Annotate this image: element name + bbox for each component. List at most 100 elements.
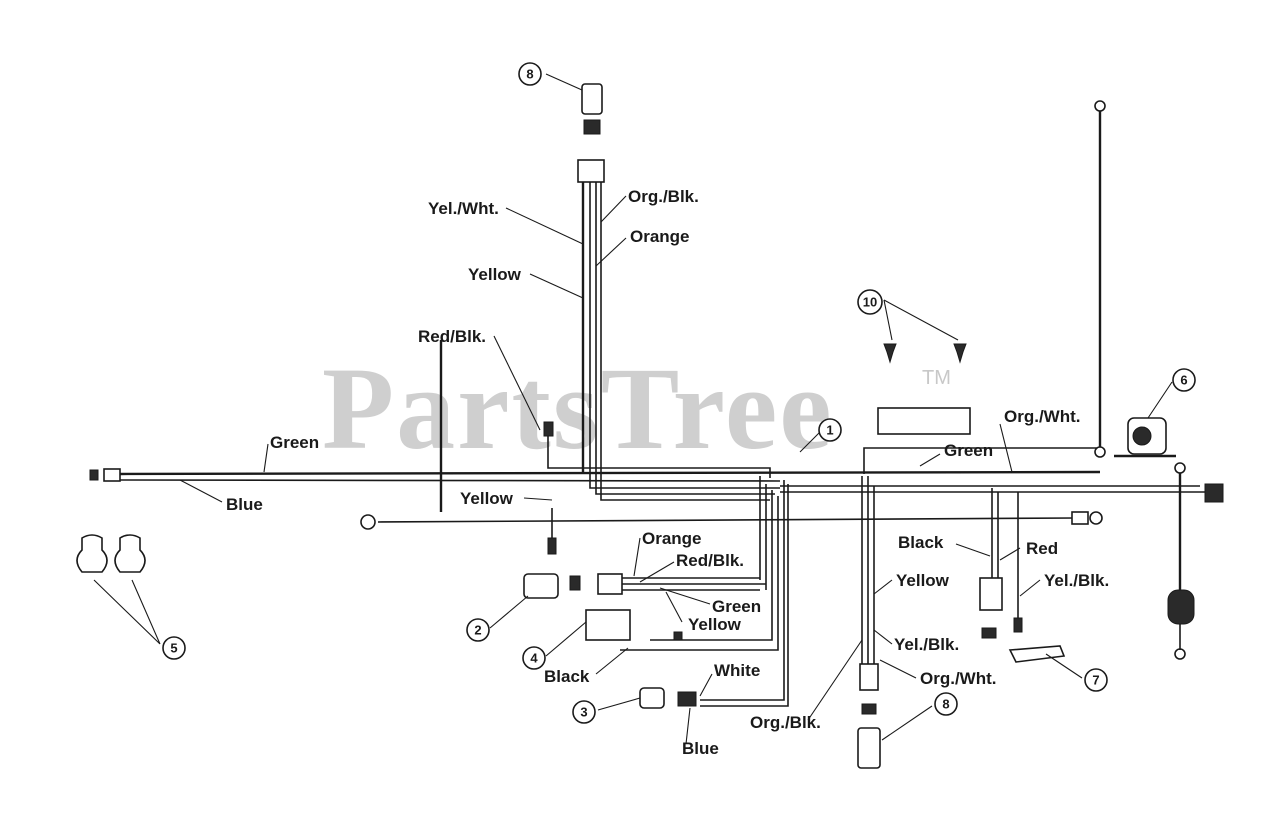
red-blk-terminal	[543, 421, 554, 437]
drop-wire-3	[650, 490, 773, 641]
top-bundle-wire-3	[595, 160, 775, 495]
left-connector	[103, 468, 121, 482]
top-bundle-wire-2	[589, 160, 780, 489]
callout-8-bottom: 8	[942, 697, 949, 712]
label-blue-bottom: Blue	[682, 739, 719, 758]
label-org-wht-right: Org./Wht.	[1004, 407, 1080, 426]
leader-red-blk-mid	[639, 561, 675, 583]
label-org-wht-bottom: Org./Wht.	[920, 669, 996, 688]
leader-callout-1	[799, 431, 821, 453]
trunk-upper	[119, 470, 1101, 476]
callout-1-circle	[818, 418, 842, 442]
leader-lines	[93, 73, 1173, 745]
part-8-top-connector	[583, 119, 601, 135]
right-end-plug	[1167, 589, 1195, 625]
parts	[76, 83, 1195, 769]
label-red-blk-left: Red/Blk.	[418, 327, 486, 346]
label-org-blk-bottom: Org./Blk.	[750, 713, 821, 732]
label-yellow-mid2: Yellow	[688, 615, 742, 634]
label-blue-left: Blue	[226, 495, 263, 514]
leader-white	[699, 673, 713, 697]
leader-green-left	[263, 443, 269, 473]
part-3-connector	[677, 691, 697, 707]
callout-4-circle	[522, 646, 546, 670]
drop-wire-5	[700, 480, 785, 701]
callout-2: 2	[474, 623, 481, 638]
callout-6: 6	[1180, 373, 1187, 388]
part-10-screw-right	[953, 343, 967, 364]
leader-callout-10	[883, 299, 959, 341]
label-green-mid: Green	[712, 597, 761, 616]
leader-black-right	[955, 543, 991, 557]
leader-callout-5	[93, 579, 161, 645]
callout-10: 10	[863, 295, 877, 310]
ground-wire	[377, 517, 1076, 523]
label-green-right: Green	[944, 441, 993, 460]
wire-labels: Yel./Wht. Org./Blk. Orange Yellow Red/Bl…	[226, 187, 1109, 758]
callouts: 1 2 3 4 5 6 7 8 8 10	[162, 62, 1196, 724]
leader-callout-7	[1045, 653, 1083, 679]
small-connector	[981, 627, 997, 639]
callout-10-circle	[857, 289, 883, 315]
drop-wire-6	[700, 484, 789, 707]
drop-wire-4	[620, 496, 779, 651]
leader-orange-mid	[633, 537, 641, 577]
mounting-bracket	[877, 407, 971, 435]
callout-5: 5	[170, 641, 177, 656]
callout-3-circle	[572, 700, 596, 724]
callout-7: 7	[1092, 673, 1099, 688]
callout-1: 1	[826, 423, 833, 438]
leader-callout-2	[489, 595, 529, 629]
part-10-screw-left	[883, 343, 897, 364]
leader-callout-6	[1147, 381, 1173, 419]
leader-callout-8-top	[545, 73, 583, 91]
leader-org-blk-top	[600, 195, 627, 223]
leader-red-right	[999, 547, 1021, 561]
ring-terminal-left	[360, 514, 376, 530]
callout-4: 4	[530, 651, 538, 666]
label-yel-blk-right: Yel./Blk.	[1044, 571, 1109, 590]
label-org-blk-top: Org./Blk.	[628, 187, 699, 206]
watermark-text: PartsTree	[322, 343, 834, 474]
label-red-blk-mid: Red/Blk.	[676, 551, 744, 570]
callout-5-circle	[162, 636, 186, 660]
part-2-terminal	[569, 575, 581, 591]
part-7-lever	[1008, 645, 1066, 663]
label-orange-top: Orange	[630, 227, 690, 246]
right-end-ring	[1174, 648, 1186, 660]
leader-red-blk-left	[493, 335, 541, 431]
label-green-left: Green	[270, 433, 319, 452]
part-8-bottom-cap	[861, 703, 877, 715]
leader-yellow-mid	[523, 497, 553, 501]
callout-8-top-circle	[518, 62, 542, 86]
leader-callout-3	[597, 697, 641, 711]
callout-8-bottom-circle	[934, 692, 958, 716]
leader-green-mid	[659, 587, 711, 605]
leader-yel-blk-center	[873, 629, 893, 645]
callout-7-circle	[1084, 668, 1108, 692]
leader-org-wht-bottom	[879, 659, 917, 679]
right-trunk-connector	[1204, 483, 1224, 503]
part-5-bulb-left	[76, 534, 108, 573]
leader-callout-4	[545, 621, 587, 657]
label-yel-wht: Yel./Wht.	[428, 199, 499, 218]
black-red-connector	[979, 577, 1003, 611]
left-connector-plug	[89, 469, 99, 481]
plug-connector	[597, 573, 623, 595]
top-bundle-wire-4	[600, 160, 770, 501]
part-4-terminal	[673, 631, 683, 641]
red-blk-lead	[547, 432, 771, 478]
leader-orange-top	[595, 237, 627, 267]
callout-3: 3	[580, 705, 587, 720]
label-black-mid: Black	[544, 667, 590, 686]
callout-8-top: 8	[526, 67, 533, 82]
right-drop-sleeve	[859, 663, 879, 691]
label-yellow-mid: Yellow	[460, 489, 514, 508]
leader-black-mid	[595, 647, 629, 675]
right-vertical-ring	[1174, 462, 1186, 474]
main-harness	[89, 100, 1224, 707]
part-3-switch	[639, 687, 665, 709]
yellow-terminal	[547, 537, 557, 555]
label-red-right: Red	[1026, 539, 1058, 558]
ground-wire-connector	[1071, 511, 1089, 525]
